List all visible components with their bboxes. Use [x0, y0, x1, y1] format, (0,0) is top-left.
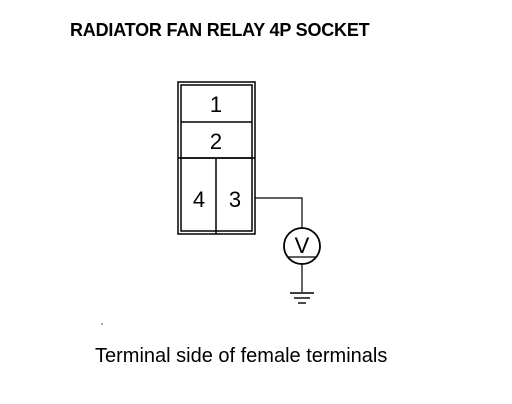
voltmeter-letter: V — [295, 233, 310, 258]
terminal-3-label: 3 — [229, 187, 241, 212]
voltmeter-icon: V — [283, 227, 321, 265]
ground-icon — [290, 292, 314, 304]
relay-socket — [177, 81, 256, 235]
terminal-2-label: 2 — [210, 129, 222, 154]
diagram-title: RADIATOR FAN RELAY 4P SOCKET — [70, 20, 370, 40]
probe-wire-positive — [255, 197, 303, 228]
diagram-caption: Terminal side of female terminals — [95, 345, 388, 367]
terminal-4-label: 4 — [193, 187, 205, 212]
terminal-1-label: 1 — [210, 92, 222, 117]
stray-mark — [101, 323, 103, 325]
